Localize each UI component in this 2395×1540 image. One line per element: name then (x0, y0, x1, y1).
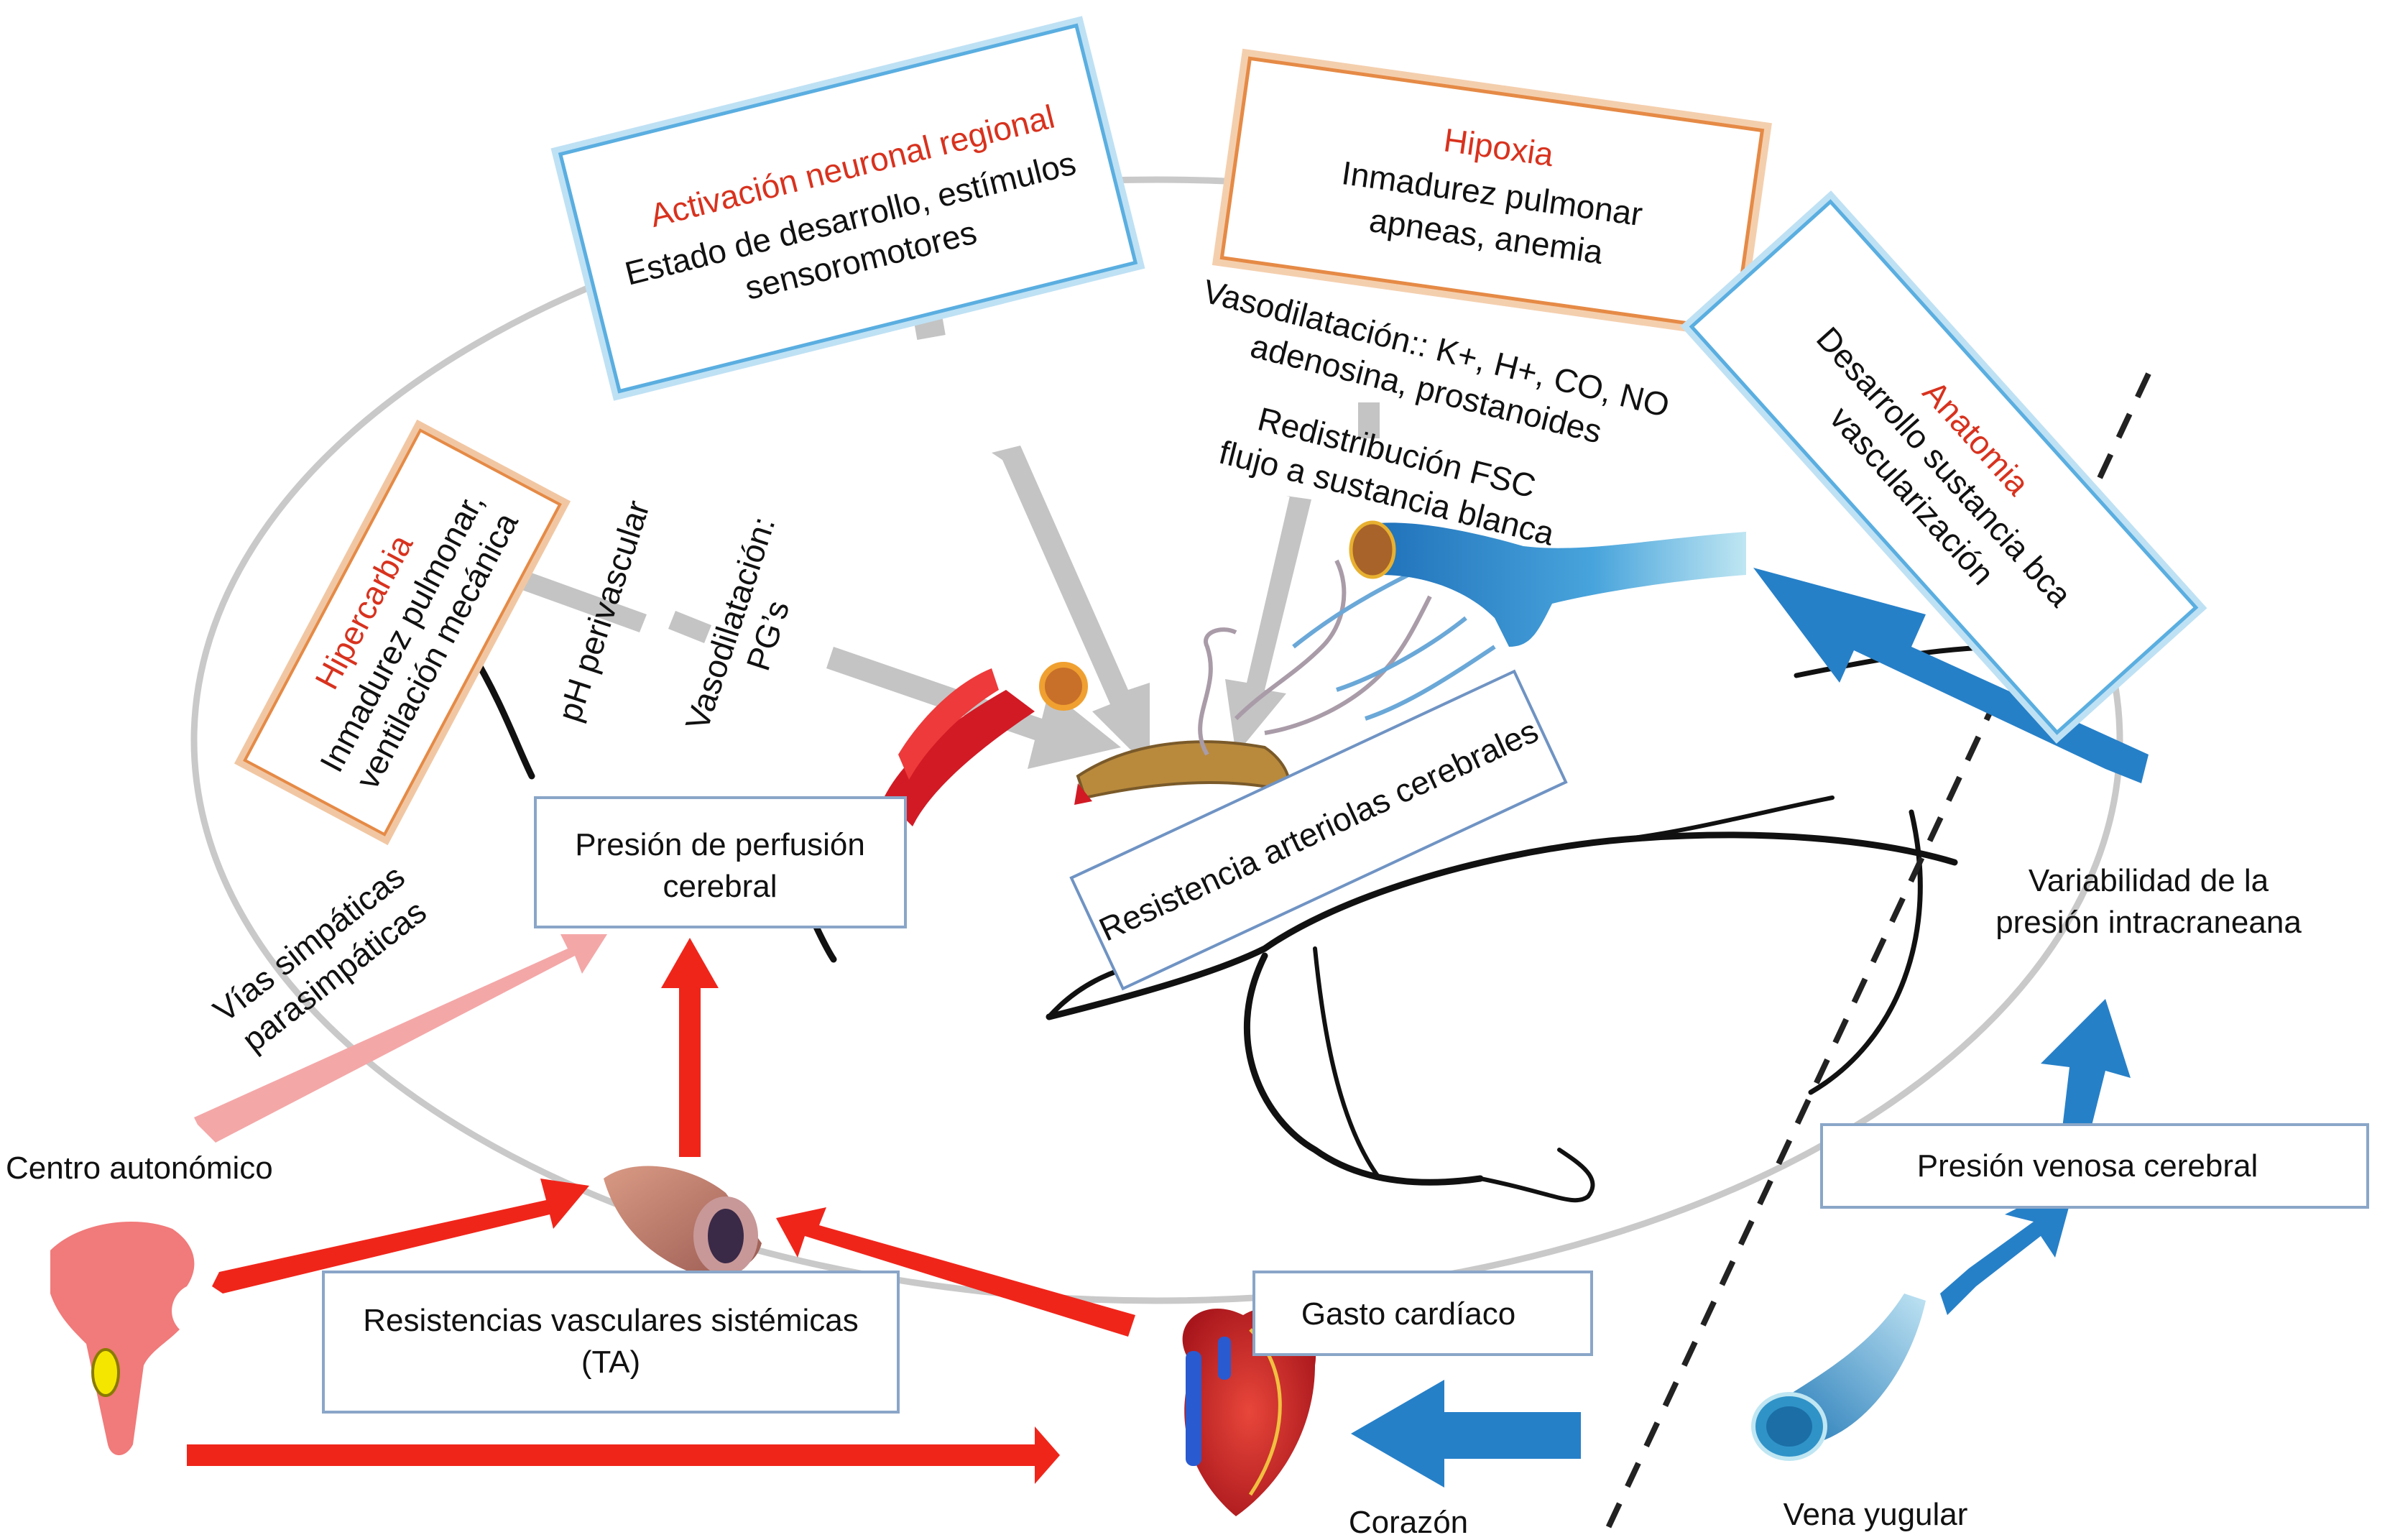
brainstem-illustration (50, 1222, 195, 1455)
gray-arrow-hipoxia-stub (1358, 402, 1380, 438)
perfusion-line-1: Presión de perfusión (575, 827, 865, 862)
box-presion-venosa: Presión venosa cerebral (1820, 1123, 2369, 1209)
jugular-vein-illustration (1751, 1294, 1926, 1461)
label-centro-autonomico: Centro autonómico (6, 1151, 273, 1186)
blue-arrow-venosa-to-variabilidad (2041, 999, 2131, 1128)
gray-influence-arrows (510, 285, 1380, 769)
red-systemic-arrows (187, 938, 1135, 1484)
red-arrow-heart-to-vessel (776, 1207, 1135, 1337)
cerebral-vein-illustration (1349, 520, 1746, 647)
box-resistencias-sistemicas: Resistencias vasculares sistémicas (TA) (322, 1271, 900, 1414)
gray-arrow-vaso-pg (826, 647, 1121, 769)
blue-arrow-jugular-to-venosa (1940, 1179, 2077, 1315)
gray-arrow-hipercarbia (510, 568, 647, 632)
label-vena-yugular: Vena yugular (1783, 1497, 1968, 1532)
pink-arrow-autonomic-pathways (194, 934, 607, 1143)
ph-perivascular-label: pH perivascular (550, 496, 657, 726)
resistencias-sistemicas-line-1: Resistencias vasculares sistémicas (363, 1303, 859, 1338)
variabilidad-line-1: Variabilidad de la (2029, 863, 2269, 898)
box-gasto-cardiaco: Gasto cardíaco (1252, 1271, 1593, 1356)
gasto-cardiaco-label: Gasto cardíaco (1301, 1296, 1515, 1332)
venous-side-divider (1600, 372, 2151, 1540)
cerebral-capillary-network (1198, 559, 1496, 756)
gray-arrow-activacion (992, 446, 1150, 769)
gray-arrow-redistribucion (1225, 496, 1311, 755)
label-corazon: Corazón (1349, 1505, 1468, 1540)
factor-box-activacion-neuronal: Activación neuronal regional Estado de d… (550, 16, 1145, 401)
red-arrow-vessel-to-perfusion (661, 938, 719, 1157)
box-presion-perfusion: Presión de perfusión cerebral (534, 796, 907, 928)
cerebral-artery-illustration (884, 662, 1291, 826)
red-arrow-centro-to-vessel (212, 1179, 589, 1294)
regulation-cycle-circle (190, 176, 2123, 1304)
presion-venosa-label: Presión venosa cerebral (1917, 1148, 2258, 1184)
factor-box-hipoxia: Hipoxia Inmadurez pulmonar apneas, anemi… (1212, 48, 1772, 340)
resistencias-sistemicas-line-2: (TA) (581, 1345, 640, 1380)
blue-arrow-to-heart (1351, 1380, 1581, 1488)
variabilidad-line-2: presión intracraneana (1995, 905, 2302, 940)
perfusion-line-2: cerebral (663, 869, 777, 904)
red-arrow-centro-to-heart (187, 1426, 1060, 1484)
systemic-vessel-illustration (604, 1166, 762, 1276)
mediator-ph-perivascular: pH perivascular (550, 496, 657, 726)
gray-arrow-ph (668, 611, 711, 643)
autonomic-center-marker (91, 1348, 120, 1397)
